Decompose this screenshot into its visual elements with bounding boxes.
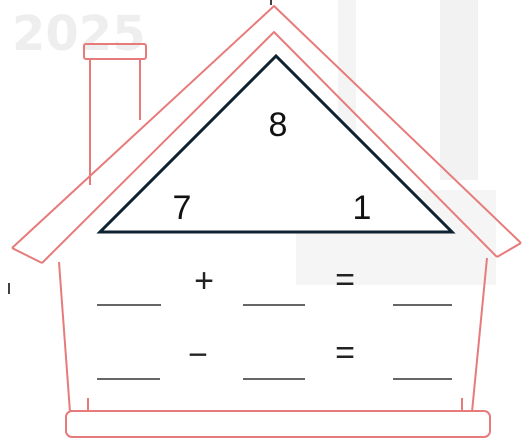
- number-bond-triangle: [100, 56, 452, 232]
- watermark-bar-right-2: [440, 0, 478, 180]
- operator-minus: −: [188, 336, 208, 374]
- roof-right-end: [497, 243, 521, 257]
- equation-row-subtraction: − =: [97, 334, 452, 379]
- roof-left-end: [12, 248, 42, 263]
- house-base: [66, 411, 490, 437]
- operator-plus: +: [194, 262, 214, 300]
- number-bond-right: 1: [353, 189, 372, 227]
- equals-sign-row2: =: [335, 334, 355, 372]
- watermark-year: 2025: [12, 6, 146, 62]
- chimney: [84, 44, 146, 185]
- wall-left: [59, 262, 70, 412]
- equals-sign-row1: =: [335, 261, 355, 299]
- number-bond-left: 7: [173, 189, 192, 227]
- number-bond-top: 8: [269, 106, 288, 144]
